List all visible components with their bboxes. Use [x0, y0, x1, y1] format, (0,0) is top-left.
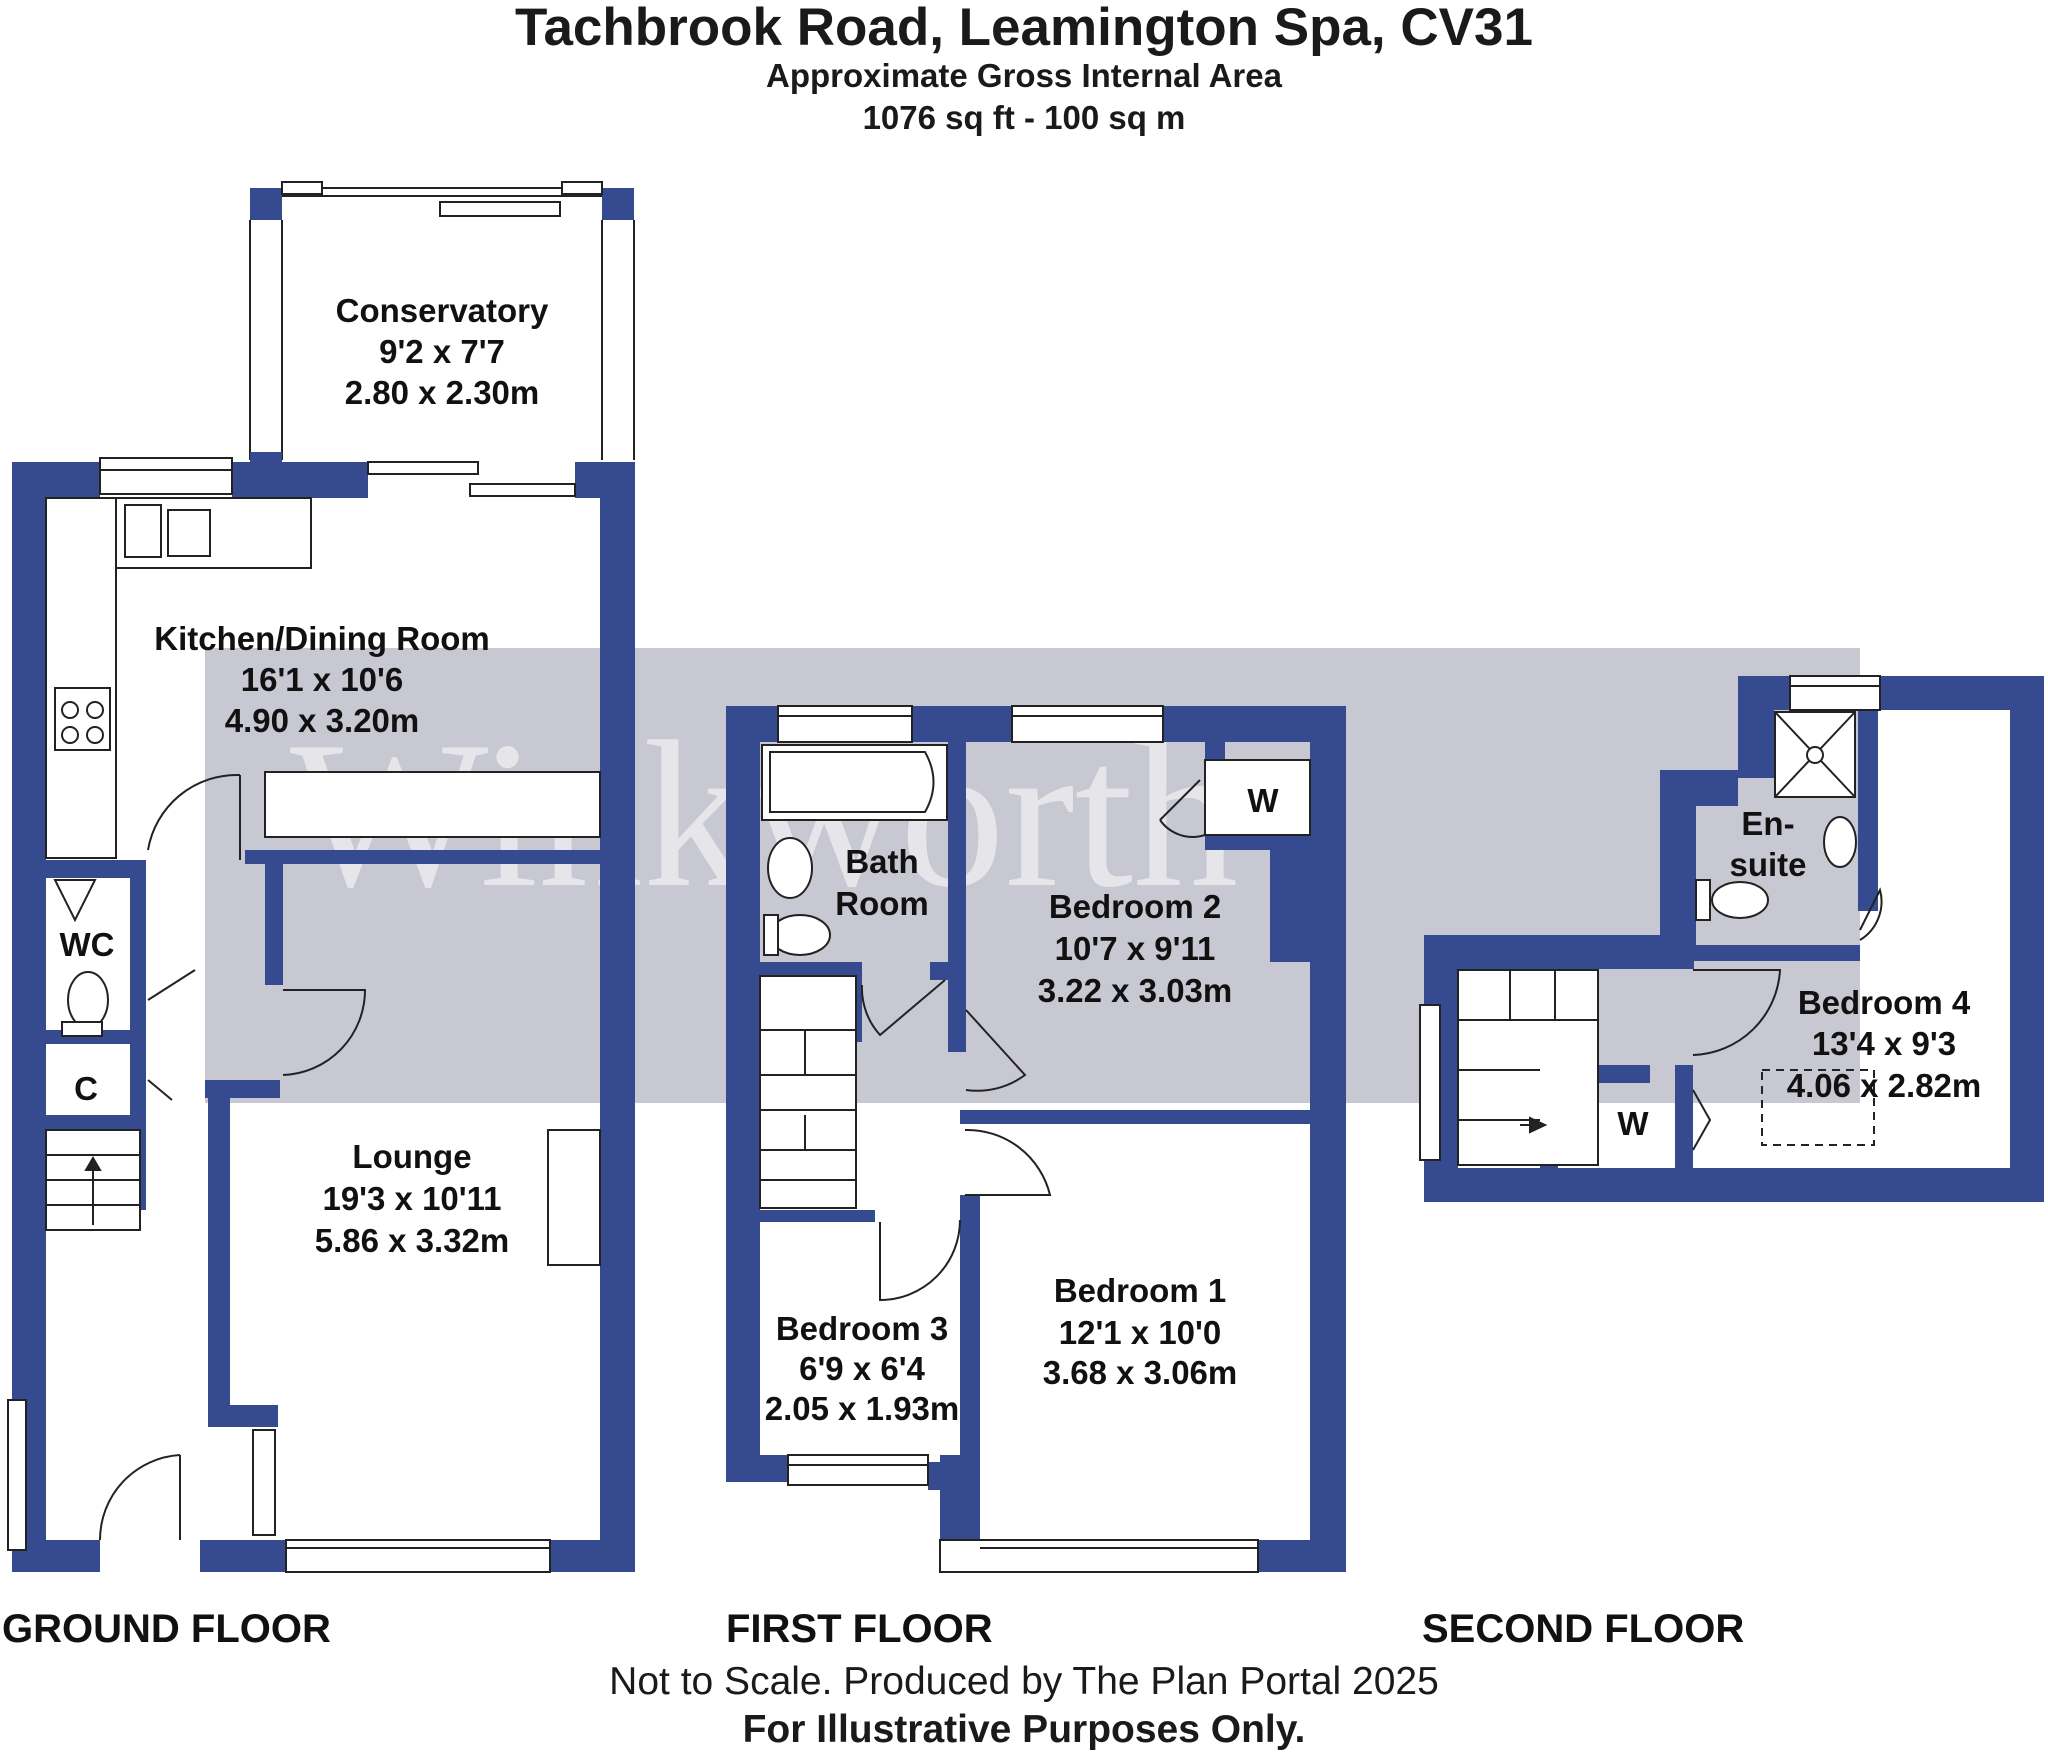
first-floor-label: FIRST FLOOR — [726, 1607, 993, 1651]
bedroom1-metric: 3.68 x 3.06m — [1043, 1354, 1238, 1391]
kitchen-metric: 4.90 x 3.20m — [225, 702, 420, 739]
plan-title: Tachbrook Road, Leamington Spa, CV31 — [515, 0, 1533, 57]
bedroom1-imperial: 12'1 x 10'0 — [1059, 1314, 1222, 1351]
area-caption: Approximate Gross Internal Area — [766, 57, 1282, 94]
second-floor-plan — [1419, 675, 2044, 1202]
cupboard-name: C — [74, 1070, 98, 1107]
conservatory-metric: 2.80 x 2.30m — [345, 374, 540, 411]
conservatory-imperial: 9'2 x 7'7 — [379, 333, 505, 370]
area-value: 1076 sq ft - 100 sq m — [862, 99, 1186, 136]
bathroom-name-line1: Bath — [845, 843, 918, 880]
ensuite-name-line1: En- — [1741, 805, 1794, 842]
conservatory-walls — [249, 181, 635, 460]
second-floor-label: SECOND FLOOR — [1422, 1607, 1744, 1651]
ensuite-name-line2: suite — [1729, 846, 1806, 883]
lounge-imperial: 19'3 x 10'11 — [322, 1180, 501, 1217]
ground-floor-label: GROUND FLOOR — [2, 1607, 331, 1651]
bedroom1-name: Bedroom 1 — [1054, 1272, 1226, 1309]
room-labels: Conservatory 9'2 x 7'7 2.80 x 2.30m Kitc… — [60, 292, 1982, 1427]
scale-note: Not to Scale. Produced by The Plan Porta… — [609, 1660, 1439, 1703]
ground-floor-walls — [12, 452, 635, 1572]
kitchen-imperial: 16'1 x 10'6 — [241, 661, 404, 698]
bedroom3-imperial: 6'9 x 6'4 — [799, 1350, 925, 1387]
bedroom4-name: Bedroom 4 — [1798, 984, 1971, 1021]
bedroom4-metric: 4.06 x 2.82m — [1787, 1067, 1982, 1104]
bedroom2-metric: 3.22 x 3.03m — [1038, 972, 1233, 1009]
bedroom3-metric: 2.05 x 1.93m — [765, 1390, 960, 1427]
wardrobe-first-name: W — [1247, 782, 1279, 819]
first-floor-stairs — [759, 975, 857, 1209]
ground-stairs — [45, 1129, 141, 1231]
conservatory-name: Conservatory — [336, 292, 549, 329]
lounge-name: Lounge — [352, 1138, 471, 1175]
second-floor-stairs — [1457, 969, 1599, 1166]
wardrobe-second-name: W — [1617, 1105, 1649, 1142]
bedroom4-imperial: 13'4 x 9'3 — [1812, 1025, 1956, 1062]
bedroom3-name: Bedroom 3 — [776, 1310, 948, 1347]
kitchen-name: Kitchen/Dining Room — [154, 620, 489, 657]
lounge-metric: 5.86 x 3.32m — [315, 1222, 510, 1259]
bathroom-name-line2: Room — [835, 885, 929, 922]
wc-name: WC — [60, 926, 115, 963]
bedroom2-name: Bedroom 2 — [1049, 888, 1221, 925]
ground-floor-plan — [7, 181, 635, 1573]
bedroom2-imperial: 10'7 x 9'11 — [1055, 930, 1216, 967]
disclaimer: For Illustrative Purposes Only. — [742, 1708, 1306, 1751]
first-floor-plan — [726, 705, 1346, 1573]
